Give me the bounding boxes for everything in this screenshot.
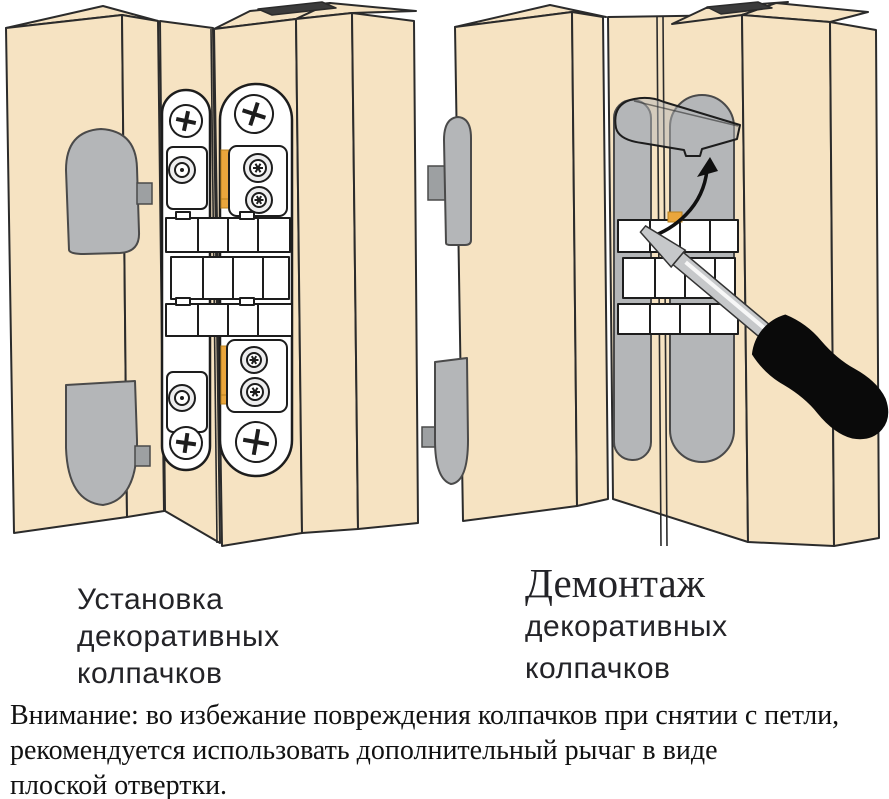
door-side-face [829,21,880,547]
door-front-face [741,14,835,547]
phillips-screw-icon [234,94,274,134]
caption-line: колпачков [77,657,223,690]
note-line: рекомендуется использовать дополнительны… [10,735,718,766]
door-rabbet-strip [706,1,773,15]
caption-install: Установка декоративных колпачков [77,581,280,692]
cam-screw-icon [168,384,196,412]
note-line: плоской отвертки. [10,770,228,799]
phillips-screw-icon [169,426,203,460]
frame-block [454,4,609,522]
arrow-up-icon [697,157,718,177]
caption-line: декоративных [77,620,280,653]
decorative-caps [65,128,153,506]
screwdriver-blade [639,224,687,269]
frame-decorative-caps [421,116,472,485]
caption-title: Демонтаж [525,560,705,606]
torx-screw-icon [245,186,273,214]
door-front-face [295,12,359,534]
shank-highlight [684,260,767,331]
caption-line: колпачков [525,652,671,685]
decorative-cap-top [443,116,472,246]
decorative-cap-removed [614,96,741,157]
torx-screw-icon [240,377,270,407]
cam-screw-icon [168,156,196,184]
phillips-screw-icon [169,104,203,138]
warning-note: Внимание: во избежание повреждения колпа… [10,698,882,799]
cap-clip-tab [427,165,447,201]
cap-clip-tab [136,182,153,205]
cap-edge-line [633,100,739,127]
door-side-face [351,12,419,530]
phillips-screw-icon [235,421,277,463]
concealed-hinge [160,82,294,478]
flat-screwdriver [639,224,889,440]
torx-screw-icon [243,153,273,183]
caption-line: декоративных [525,610,728,643]
frame-front-face [454,11,578,522]
screwdriver-handle [751,314,889,440]
hinge-linkage [165,211,293,337]
figure-install-caps [5,1,419,547]
decorative-cap-top [65,128,141,255]
cap-clip-tab [134,445,151,467]
figure-remove-caps [421,1,889,547]
door-rabbet-strip [257,1,337,16]
hinge-linkage [617,219,739,335]
caption-remove: Демонтаж декоративных колпачков [525,560,728,690]
torx-screw-icon [240,346,268,374]
note-line: Внимание: во избежание повреждения колпа… [10,700,840,731]
decorative-cap-bottom [434,357,469,485]
caption-line: Установка [77,583,224,616]
frame-side-face [571,11,609,507]
decorative-cap-bottom [65,380,139,506]
